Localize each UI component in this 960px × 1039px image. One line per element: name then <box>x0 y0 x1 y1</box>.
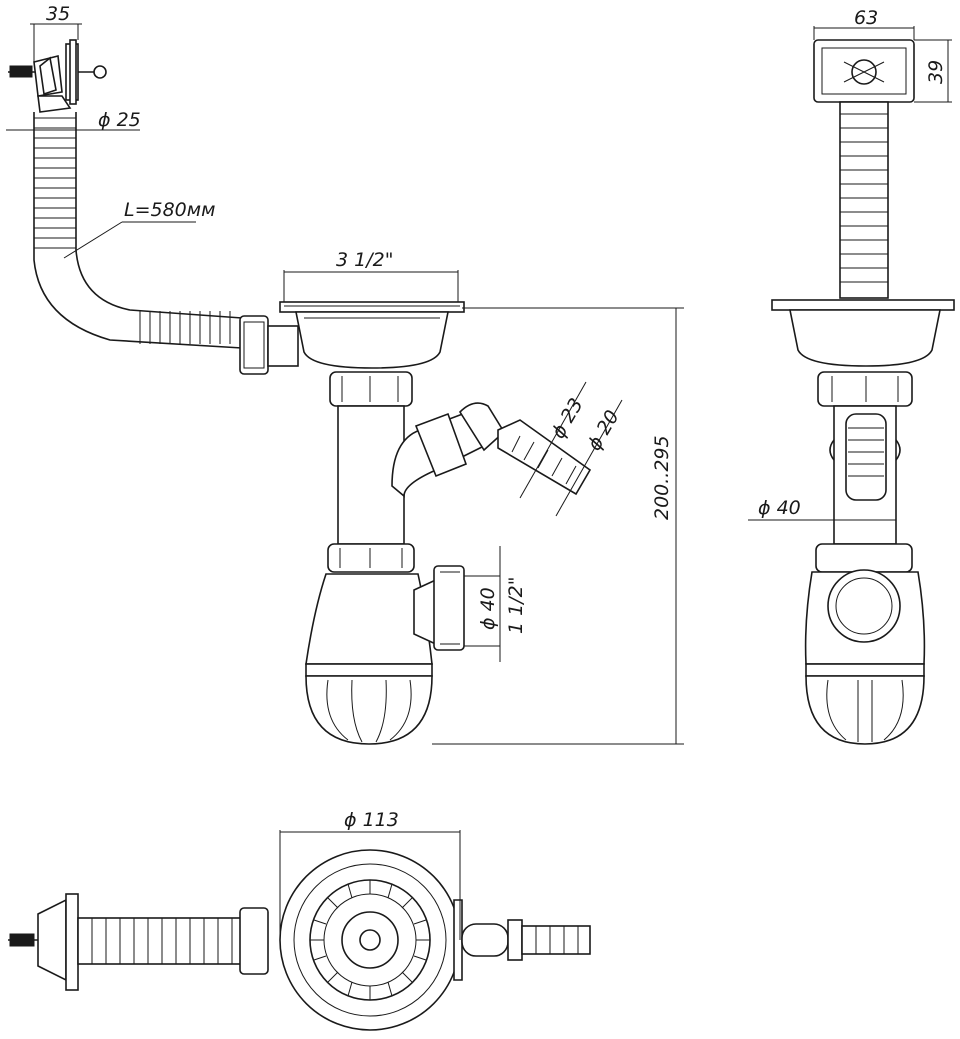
vertical-hose-ribs <box>840 113 888 283</box>
dim-strainer-thread: 3 1/2" <box>336 249 393 271</box>
dim-outlet-diameter: ϕ 40 <box>477 587 499 630</box>
corrugated-hose <box>33 112 243 349</box>
siphon-body <box>305 573 433 665</box>
plan-hose-ribs <box>91 918 233 964</box>
dim-bowl-diameter: ϕ 113 <box>344 809 399 831</box>
side-view <box>771 39 955 745</box>
strainer-bowl <box>279 301 465 369</box>
dim-outlet-thread: 1 1/2" <box>505 577 527 634</box>
dishwasher-branch <box>391 402 592 498</box>
dimension-lines <box>6 23 952 940</box>
dim-overflow-width: 63 <box>854 7 878 29</box>
plan-view <box>8 849 591 1031</box>
outlet-nut <box>433 565 465 651</box>
dim-overflow-height: 39 <box>925 60 947 84</box>
dim-hose-length: L=580мм <box>124 199 215 221</box>
bottom-cap <box>305 675 433 745</box>
dim-nozzle-inner: ϕ 20 <box>583 406 623 454</box>
lower-nut <box>327 543 415 573</box>
dim-height-range: 200..295 <box>651 435 673 520</box>
dim-nozzle-outer: ϕ 23 <box>547 394 587 442</box>
dim-inlet-width: 35 <box>46 3 70 25</box>
overflow-inlet <box>8 39 107 113</box>
dim-hose-diameter: ϕ 25 <box>98 109 141 131</box>
dim-standpipe-diameter: ϕ 40 <box>758 497 801 519</box>
front-view <box>8 39 592 745</box>
strainer-slots <box>310 880 430 1000</box>
